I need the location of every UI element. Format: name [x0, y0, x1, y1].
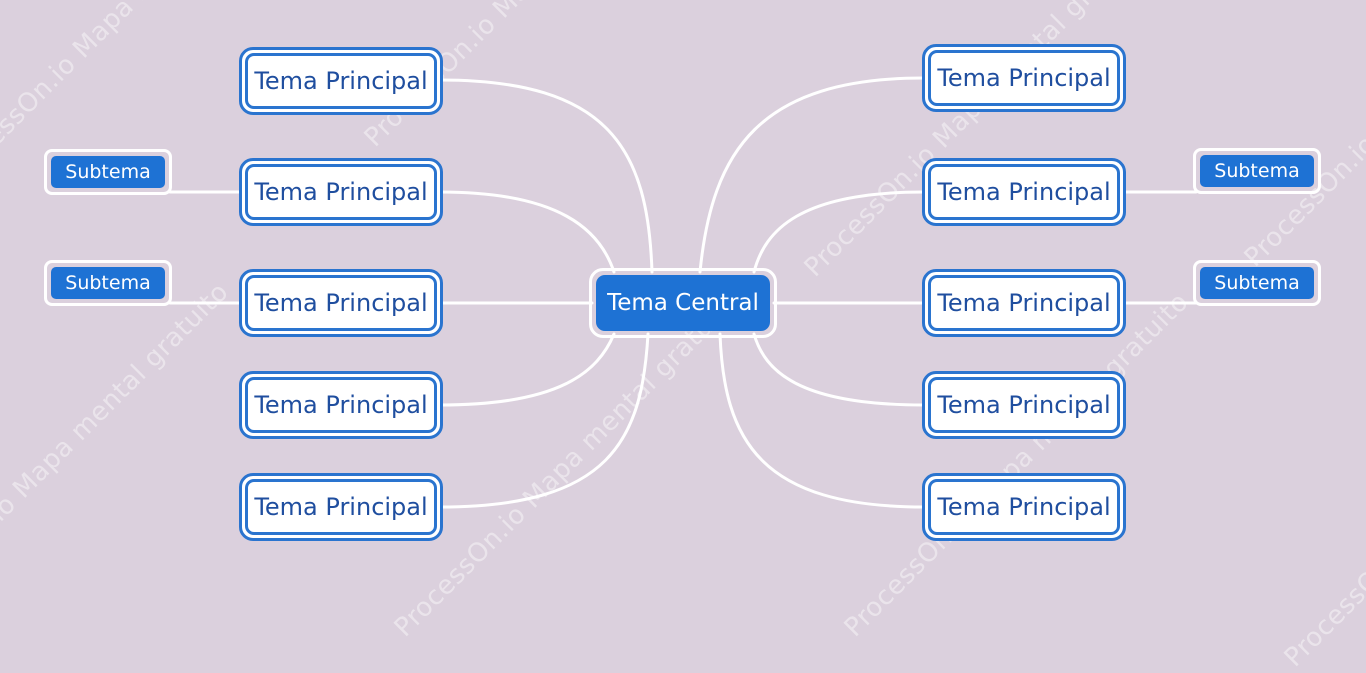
central-topic-node[interactable]: Tema Central — [589, 268, 777, 338]
connector-right-5 — [718, 332, 926, 509]
central-topic-label: Tema Central — [596, 275, 770, 331]
main-topic-label: Tema Principal — [245, 53, 437, 109]
main-topic-label: Tema Principal — [928, 50, 1120, 106]
main-topic-left-2[interactable]: Tema Principal — [239, 158, 443, 226]
subtopic-left-1[interactable]: Subtema — [44, 149, 172, 195]
subtopic-label: Subtema — [1200, 155, 1314, 187]
main-topic-left-4[interactable]: Tema Principal — [239, 371, 443, 439]
subtopic-label: Subtema — [51, 267, 165, 299]
main-topic-right-4[interactable]: Tema Principal — [922, 371, 1126, 439]
subtopic-right-2[interactable]: Subtema — [1193, 260, 1321, 306]
mind-map-canvas — [168, 76, 1198, 509]
main-topic-right-3[interactable]: Tema Principal — [922, 269, 1126, 337]
connector-left-4 — [438, 332, 616, 407]
subtopic-left-2[interactable]: Subtema — [44, 260, 172, 306]
main-topic-left-3[interactable]: Tema Principal — [239, 269, 443, 337]
connector-right-1 — [698, 76, 926, 274]
main-topic-right-2[interactable]: Tema Principal — [922, 158, 1126, 226]
connector-right-4 — [752, 332, 926, 407]
connector-lines — [168, 76, 1198, 509]
main-topic-right-1[interactable]: Tema Principal — [922, 44, 1126, 112]
main-topic-right-5[interactable]: Tema Principal — [922, 473, 1126, 541]
connector-right-2 — [752, 190, 926, 274]
main-topic-label: Tema Principal — [245, 164, 437, 220]
connector-left-5 — [438, 332, 650, 509]
main-topic-label: Tema Principal — [928, 164, 1120, 220]
main-topic-label: Tema Principal — [245, 377, 437, 433]
main-topic-label: Tema Principal — [245, 275, 437, 331]
connector-left-2 — [438, 190, 616, 274]
main-topic-label: Tema Principal — [928, 377, 1120, 433]
main-topic-left-1[interactable]: Tema Principal — [239, 47, 443, 115]
subtopic-label: Subtema — [51, 156, 165, 188]
subtopic-label: Subtema — [1200, 267, 1314, 299]
main-topic-label: Tema Principal — [928, 479, 1120, 535]
subtopic-right-1[interactable]: Subtema — [1193, 148, 1321, 194]
main-topic-label: Tema Principal — [928, 275, 1120, 331]
main-topic-label: Tema Principal — [245, 479, 437, 535]
main-topic-left-5[interactable]: Tema Principal — [239, 473, 443, 541]
connector-left-1 — [438, 78, 654, 274]
